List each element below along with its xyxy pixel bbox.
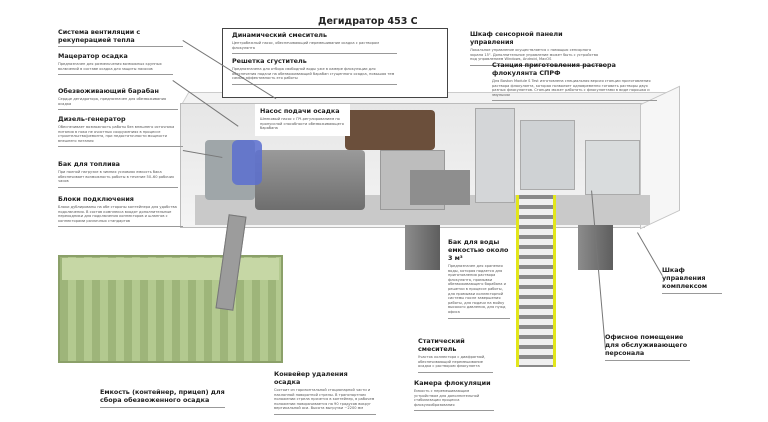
label-title: Конвейер удаления осадка — [274, 370, 348, 386]
water-tank — [410, 170, 470, 205]
support-1 — [405, 225, 440, 270]
label-desc: Предназначен для размельчения возможных … — [58, 62, 162, 71]
label-desc: Для Boston Module S Test изготовлена спе… — [492, 79, 651, 97]
label-title: Офисное помещение для обслуживающего пер… — [605, 333, 688, 357]
bin-inner — [62, 258, 279, 280]
label-station: Станция приготовления раствора флокулянт… — [492, 61, 657, 102]
flocculant-station — [520, 120, 575, 190]
label-title: Мацератор осадка — [58, 52, 128, 60]
label-title: Обезвоживающий барабан — [58, 87, 159, 95]
label-title: Станция приготовления раствора флокулянт… — [492, 61, 616, 77]
label-desc: Предназначена для отбора свободной воды … — [232, 67, 395, 81]
label-title: Дизель-генератор — [58, 115, 126, 123]
label-title: Блоки подключения — [58, 195, 134, 203]
office-room — [585, 140, 640, 195]
label-title: Шкаф управления комплексом — [662, 266, 708, 290]
label-title: Статический смеситель — [418, 337, 465, 353]
label-desc: При полной нагрузке в зимних условиях ем… — [58, 170, 175, 184]
label-title: Бак для топлива — [58, 160, 120, 168]
label-title: Решетка сгуститель — [232, 57, 307, 65]
label-desc: Сердце дегидратора, предназначен для обе… — [58, 97, 167, 106]
label-desc: Состоит из горизонтальной стационарной ч… — [274, 388, 375, 411]
label-cabinet: Шкаф управления комплексом — [662, 266, 722, 294]
dewatering-drum — [255, 150, 365, 210]
page-title: Дегидратор 453 С — [318, 16, 418, 27]
label-title: Система вентиляции с рекуперацией тепла — [58, 28, 141, 44]
panel-cabinet — [475, 108, 515, 203]
pump-tank — [345, 110, 435, 150]
stairs — [516, 195, 556, 367]
label-title: Шкаф сенсорной панели управления — [470, 30, 563, 46]
label-desc: Предназначен для хранения воды, которая … — [448, 264, 506, 314]
label-title: Емкость (контейнер, прицеп) для сбора об… — [100, 388, 225, 404]
label-desc: Обеспечивает возможность работы без внеш… — [58, 125, 175, 143]
label-title: Динамический смеситель — [232, 31, 327, 39]
label-office: Офисное помещение для обслуживающего пер… — [605, 333, 690, 361]
label-desc: Участок коллектора с диафрагмой, обеспеч… — [418, 355, 486, 369]
label-desc: Емкость с перемешивающим устройством для… — [414, 389, 480, 407]
label-title: Бак для воды емкостью около 3 м³ — [448, 238, 509, 262]
label-desc: Шнековый насос с ПЧ-регулированием по пр… — [260, 117, 344, 131]
label-ventilation: Система вентиляции с рекуперацией тепла — [58, 28, 183, 47]
label-title: Насос подачи осадка — [260, 107, 340, 115]
label-desc: Локальное управление осуществляется с по… — [470, 48, 599, 62]
blue-pipes — [232, 140, 262, 185]
label-title: Камера флокуляции — [414, 379, 491, 387]
label-desc: Блоки дублированы на обе стороны контейн… — [58, 205, 177, 223]
label-desc: Центробежный насос, обеспечивающий перем… — [232, 41, 379, 50]
label-bin: Емкость (контейнер, прицеп) для сбора об… — [100, 388, 225, 408]
center-callout-box — [222, 28, 448, 98]
